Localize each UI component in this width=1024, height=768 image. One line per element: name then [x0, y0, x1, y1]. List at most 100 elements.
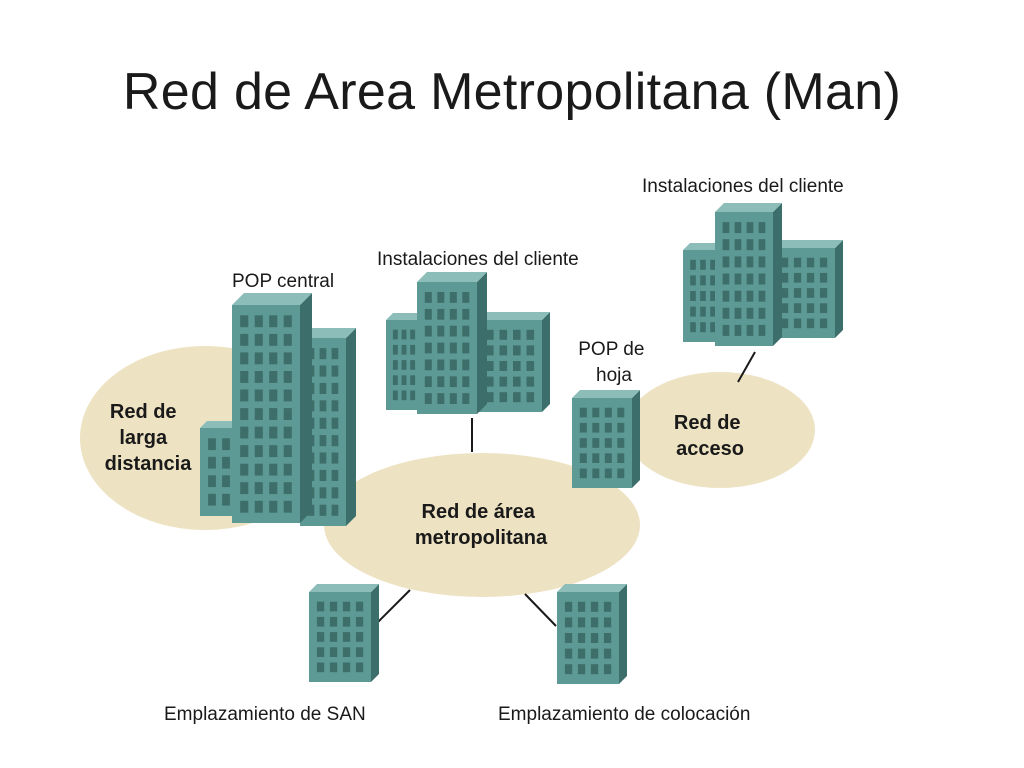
- building-window: [319, 400, 327, 412]
- building-window: [462, 308, 470, 320]
- customer-center-caption: Instalaciones del cliente: [377, 249, 579, 270]
- building-roof: [715, 203, 782, 212]
- building-window: [758, 273, 766, 285]
- building-window: [564, 601, 573, 612]
- building-window: [331, 469, 339, 481]
- building-window: [526, 329, 535, 340]
- building-window: [240, 463, 249, 476]
- pop-leaf-caption: POP de hoja: [578, 339, 649, 386]
- customer-right-caption: Instalaciones del cliente: [642, 176, 844, 197]
- long-distance-label-line-3: distancia: [105, 453, 193, 475]
- building-window: [690, 291, 696, 301]
- customer-center-building-right: [478, 312, 550, 412]
- building-window: [579, 453, 587, 463]
- building-window: [722, 256, 730, 268]
- building-window: [331, 382, 339, 394]
- building-window: [316, 632, 325, 642]
- building-window: [437, 308, 445, 320]
- building-window: [329, 632, 338, 642]
- building-window: [590, 601, 599, 612]
- building-window: [793, 303, 802, 313]
- building-window: [269, 333, 278, 346]
- slide-title: Red de Area Metropolitana (Man): [122, 63, 902, 121]
- building-window: [819, 272, 828, 283]
- building-window: [240, 408, 249, 420]
- building-window: [734, 273, 742, 285]
- building-window: [462, 359, 470, 371]
- building-window: [355, 662, 364, 673]
- building-window: [780, 303, 789, 313]
- colocation-site-building: [557, 584, 627, 684]
- building-window: [449, 376, 457, 388]
- building-window: [499, 361, 508, 371]
- building-window: [592, 407, 600, 418]
- building-window: [449, 325, 457, 337]
- building-window: [401, 329, 407, 340]
- building-side: [542, 312, 550, 412]
- building-window: [283, 371, 292, 383]
- building-window: [254, 426, 263, 439]
- building-window: [603, 601, 612, 612]
- building-window: [592, 438, 600, 448]
- access-network-label: Red de acceso: [674, 412, 746, 460]
- customer-right-building-right: [773, 240, 843, 338]
- building-window: [722, 239, 730, 251]
- building-window: [590, 664, 599, 675]
- building-window: [392, 390, 398, 401]
- building-window: [208, 438, 216, 451]
- building-window: [577, 664, 586, 675]
- building-window: [269, 408, 278, 420]
- building-window: [424, 376, 432, 388]
- customer-center-building-center: [417, 272, 487, 414]
- pop-leaf-caption-line-1: POP de: [578, 339, 644, 360]
- building-window: [617, 453, 625, 463]
- building-window: [283, 333, 292, 346]
- building-window: [401, 375, 407, 385]
- building-window: [603, 664, 612, 675]
- building-roof: [300, 328, 356, 338]
- building-window: [283, 389, 292, 402]
- building-window: [793, 318, 802, 329]
- building-window: [806, 318, 815, 329]
- building-window: [342, 616, 351, 627]
- building-window: [604, 453, 612, 463]
- building-window: [437, 292, 445, 303]
- building-window: [564, 617, 573, 628]
- building-window: [734, 239, 742, 251]
- building-window: [722, 324, 730, 336]
- building-window: [319, 487, 327, 499]
- building-window: [316, 662, 325, 673]
- pop-central-caption: POP central: [232, 271, 334, 292]
- building-window: [208, 456, 216, 469]
- building-window: [700, 291, 706, 301]
- building-window: [462, 393, 470, 404]
- building-window: [329, 616, 338, 627]
- building-window: [604, 422, 612, 433]
- building-window: [240, 445, 249, 458]
- building-side: [346, 328, 356, 526]
- building-window: [331, 504, 339, 516]
- building-window: [486, 329, 494, 340]
- building-window: [240, 315, 249, 328]
- building-window: [710, 291, 716, 301]
- building-window: [424, 308, 432, 320]
- building-window: [526, 392, 535, 403]
- building-window: [758, 307, 766, 319]
- building-window: [254, 482, 263, 495]
- building-window: [700, 322, 706, 333]
- building-window: [319, 469, 327, 481]
- building-window: [437, 376, 445, 388]
- building-window: [222, 456, 230, 469]
- building-side: [619, 584, 627, 684]
- building-window: [283, 426, 292, 439]
- building-window: [283, 482, 292, 495]
- building-window: [355, 601, 364, 612]
- building-window: [240, 500, 249, 513]
- building-window: [319, 382, 327, 394]
- building-window: [710, 322, 716, 333]
- building-window: [329, 647, 338, 657]
- building-window: [355, 632, 364, 642]
- access-label-line-1: Red de: [674, 412, 741, 434]
- building-window: [401, 390, 407, 401]
- building-window: [564, 648, 573, 659]
